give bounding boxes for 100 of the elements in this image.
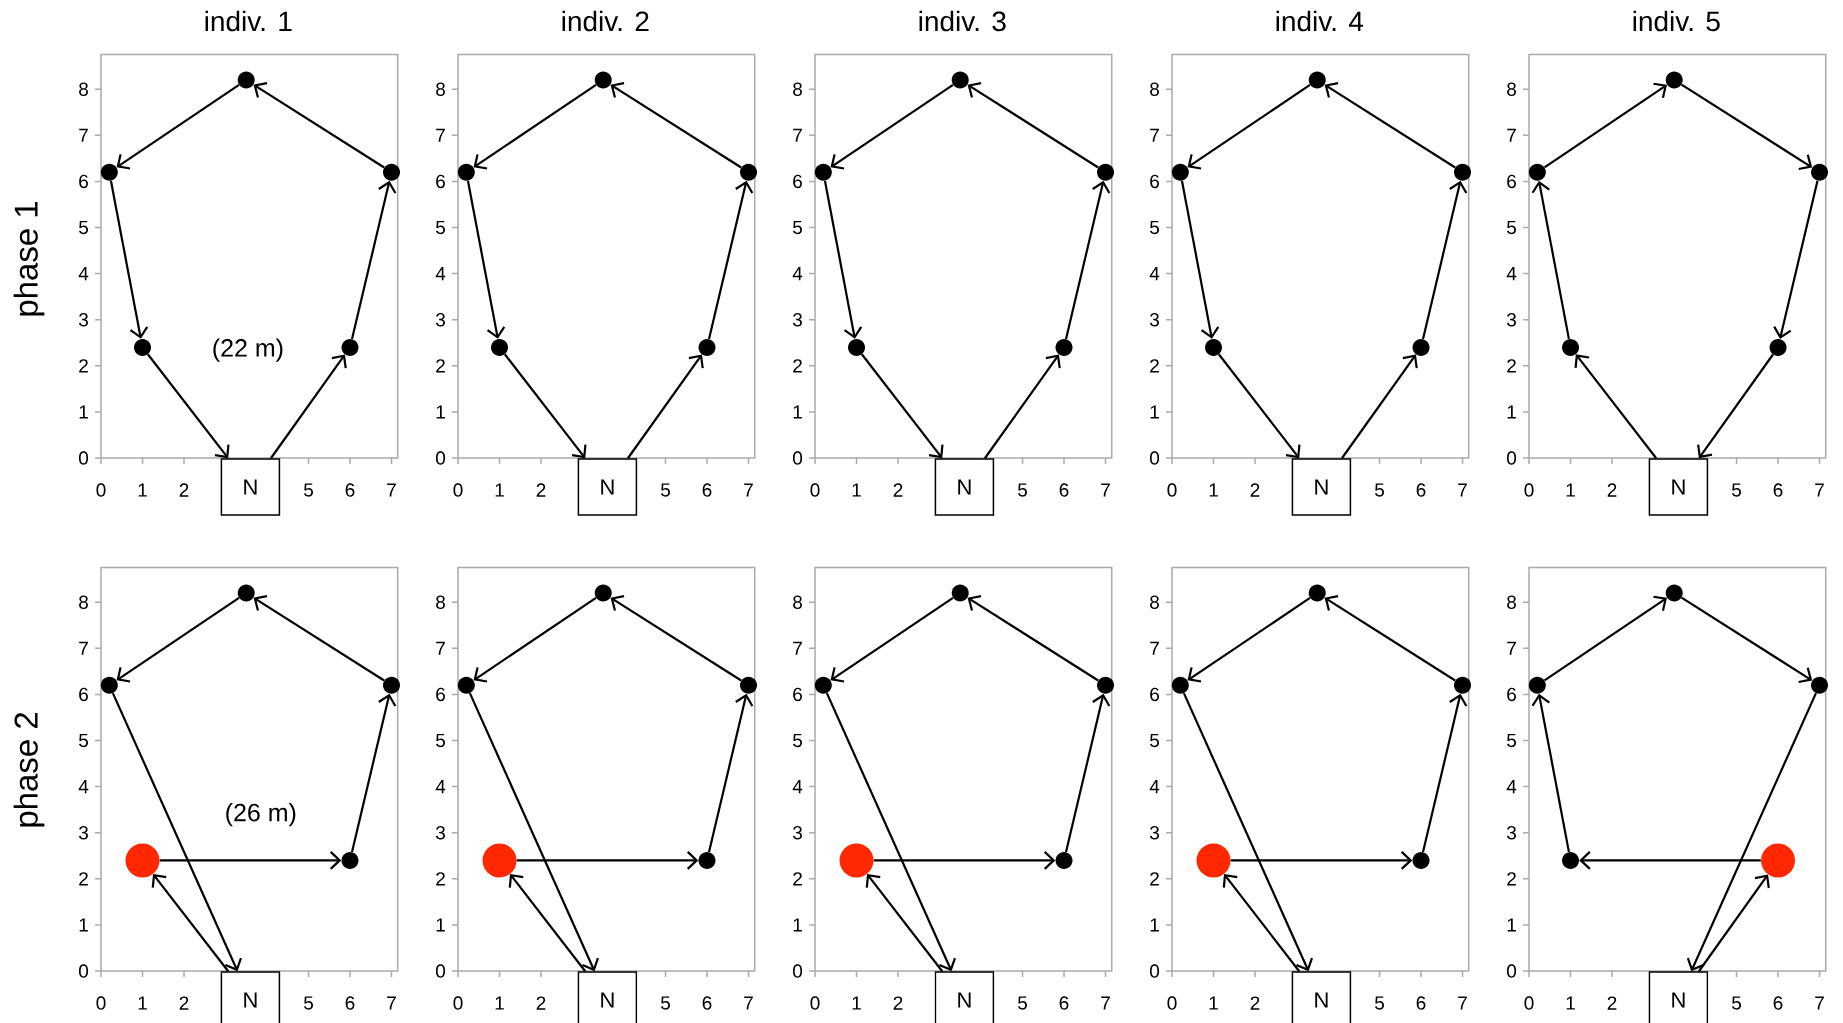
tick-label: 7 bbox=[744, 483, 753, 497]
tick-label: 4 bbox=[78, 780, 89, 794]
arrow bbox=[1341, 354, 1418, 459]
tick-label: 6 bbox=[793, 687, 802, 702]
tick-label: 1 bbox=[1507, 918, 1516, 932]
tick-label: 3 bbox=[435, 826, 445, 840]
tick-label: 6 bbox=[79, 687, 88, 702]
tick-label: 8 bbox=[793, 82, 802, 96]
arrow bbox=[516, 851, 699, 870]
tick-label: 7 bbox=[1815, 996, 1824, 1010]
arrow bbox=[1543, 82, 1667, 169]
tick-label: 4 bbox=[1149, 780, 1160, 794]
dot bbox=[1562, 851, 1579, 869]
arrow bbox=[1680, 83, 1813, 171]
tick-label: 6 bbox=[436, 687, 445, 702]
arrow bbox=[830, 596, 954, 683]
tick-label: 7 bbox=[79, 641, 88, 655]
tick-label: 2 bbox=[1150, 359, 1159, 373]
arrow bbox=[1579, 851, 1761, 870]
dot bbox=[100, 163, 118, 181]
tick-label: 1 bbox=[495, 483, 504, 497]
n-box: N bbox=[220, 458, 281, 516]
tick-label: 6 bbox=[1416, 483, 1426, 497]
tick-label: 0 bbox=[793, 451, 803, 465]
column-title: indiv. 4 bbox=[1276, 10, 1364, 32]
tick-label: 1 bbox=[495, 996, 504, 1010]
tick-label: 7 bbox=[387, 483, 396, 497]
tick-label: 2 bbox=[1150, 872, 1159, 886]
arrow bbox=[1324, 595, 1456, 682]
tick-label: 3 bbox=[435, 313, 445, 327]
tick-label: 3 bbox=[78, 826, 88, 840]
arrow bbox=[1187, 596, 1311, 683]
dot bbox=[1528, 676, 1546, 694]
tick-label: 5 bbox=[1375, 483, 1384, 497]
tick-label: 1 bbox=[1209, 996, 1218, 1010]
tick-label: 3 bbox=[792, 313, 802, 327]
tick-label: 5 bbox=[79, 733, 88, 748]
tick-label: 6 bbox=[1059, 996, 1069, 1010]
dot bbox=[698, 851, 716, 869]
arrow bbox=[1230, 851, 1413, 870]
tick-label: 6 bbox=[1416, 996, 1426, 1010]
tick-label: 7 bbox=[793, 641, 802, 655]
arrow bbox=[503, 353, 587, 459]
tick-label: 4 bbox=[78, 267, 89, 281]
large-dot bbox=[1761, 843, 1795, 878]
tick-label: 3 bbox=[1506, 313, 1516, 327]
tick-label: 5 bbox=[793, 220, 802, 235]
dot bbox=[1412, 338, 1430, 356]
arrow bbox=[253, 82, 385, 169]
tick-label: 5 bbox=[1507, 220, 1516, 235]
tick-label: 7 bbox=[744, 996, 753, 1010]
tick-label: 0 bbox=[453, 483, 463, 497]
dot bbox=[237, 71, 255, 89]
tick-label: 6 bbox=[79, 174, 88, 189]
arrow bbox=[466, 180, 506, 339]
tick-label: 1 bbox=[138, 483, 147, 497]
dot bbox=[698, 338, 716, 356]
dot bbox=[457, 676, 475, 694]
tick-label: 0 bbox=[96, 483, 106, 497]
dot bbox=[1171, 676, 1189, 694]
arrow bbox=[707, 693, 754, 853]
arrow bbox=[253, 595, 385, 682]
arrow bbox=[984, 354, 1061, 459]
tick-label: 3 bbox=[1149, 826, 1159, 840]
tick-label: 2 bbox=[893, 996, 903, 1010]
dot bbox=[100, 676, 118, 694]
arrow bbox=[627, 354, 704, 459]
arrow bbox=[468, 692, 599, 972]
tick-label: 5 bbox=[304, 996, 313, 1010]
tick-label: 1 bbox=[79, 405, 88, 419]
arrow bbox=[1217, 353, 1301, 459]
tick-label: 5 bbox=[79, 220, 88, 235]
tick-label: 5 bbox=[1018, 996, 1027, 1010]
tick-label: 0 bbox=[1150, 964, 1160, 978]
tick-label: 0 bbox=[453, 996, 463, 1010]
tick-label: 7 bbox=[387, 996, 396, 1010]
dot bbox=[1055, 851, 1073, 869]
dot bbox=[1454, 163, 1471, 181]
tick-label: 6 bbox=[1507, 174, 1516, 189]
n-box: N bbox=[1291, 458, 1352, 516]
tick-label: 5 bbox=[793, 733, 802, 748]
arrow bbox=[707, 180, 754, 340]
tick-label: 3 bbox=[792, 826, 802, 840]
tick-label: 5 bbox=[436, 733, 445, 748]
tick-label: 6 bbox=[1150, 687, 1159, 702]
arrow bbox=[151, 874, 230, 972]
arrow bbox=[146, 353, 230, 459]
tick-label: 1 bbox=[1507, 405, 1516, 419]
dot bbox=[1811, 676, 1829, 694]
tick-label: 1 bbox=[1150, 405, 1159, 419]
dot bbox=[951, 71, 969, 89]
arrow bbox=[823, 180, 863, 339]
tick-label: 6 bbox=[345, 996, 355, 1010]
dot bbox=[1811, 163, 1829, 181]
tick-label: 4 bbox=[792, 267, 803, 281]
tick-label: 4 bbox=[1506, 267, 1517, 281]
distance-label: (26 m) bbox=[226, 803, 296, 827]
dot bbox=[491, 338, 508, 356]
tick-label: 8 bbox=[1150, 82, 1159, 96]
tick-label: 1 bbox=[1566, 483, 1575, 497]
